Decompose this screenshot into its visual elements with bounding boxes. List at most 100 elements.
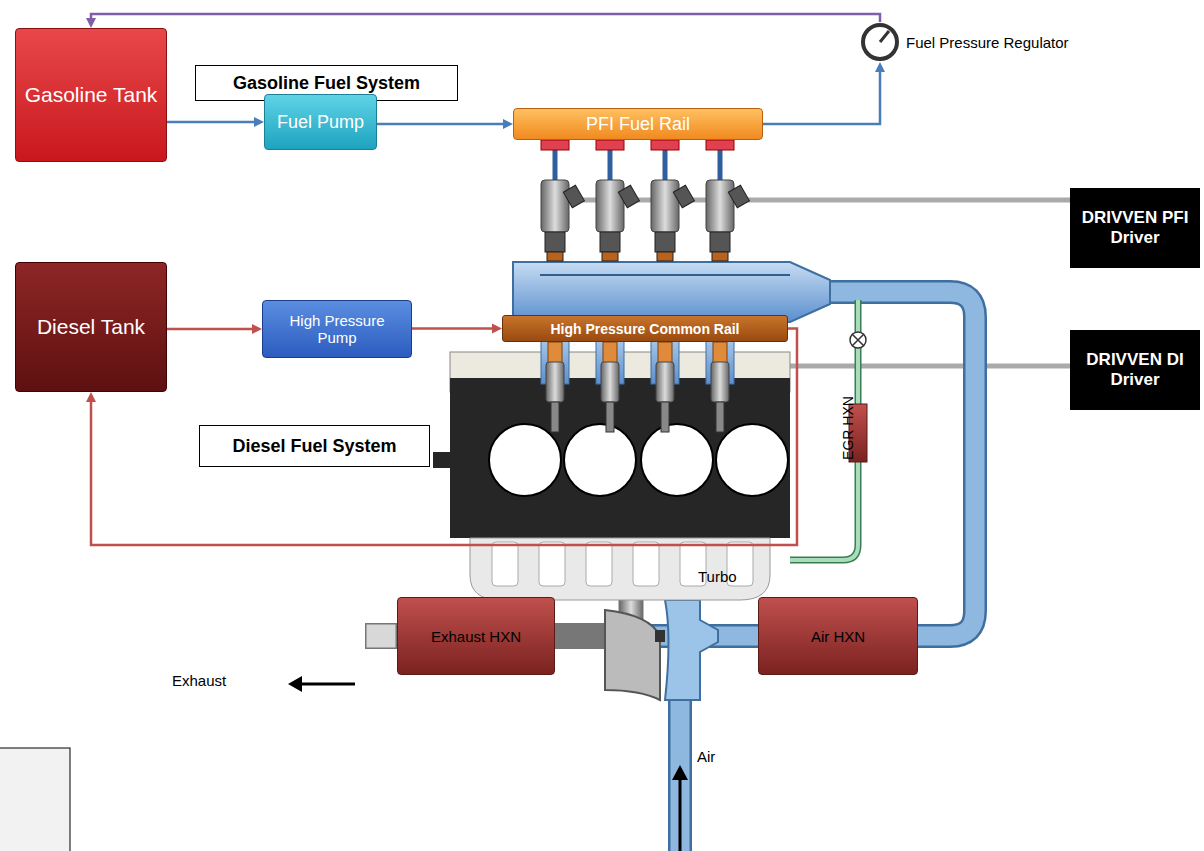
node-text: Exhaust HXN [431, 628, 521, 645]
cylinder [641, 424, 713, 496]
node-text: Gasoline Tank [25, 83, 158, 107]
section-title: Diesel Fuel System [199, 425, 430, 467]
turbo-shaft [655, 630, 665, 642]
fuel-line-connector [377, 123, 505, 126]
egr-line-outline [790, 300, 858, 560]
di-injector-top [548, 342, 562, 364]
injectors [541, 150, 749, 432]
di-injector-top [713, 342, 727, 364]
turbine [605, 610, 660, 700]
text-label: Turbo [698, 568, 737, 585]
compressor [665, 600, 718, 700]
driver-box: DRIVVEN DI Driver [1070, 330, 1200, 410]
node-text: DRIVVEN DI Driver [1074, 350, 1196, 390]
exhaust-arrowhead [288, 676, 302, 692]
pfi-injector [706, 180, 734, 232]
arrowhead [503, 119, 513, 129]
crankcase-slot [633, 542, 659, 586]
di-injector-top [603, 342, 617, 364]
heat-exchanger: Exhaust HXN [397, 597, 555, 675]
crankcase-slot [492, 542, 518, 586]
arrowhead [492, 324, 502, 334]
node-text: Diesel Tank [37, 315, 145, 339]
node-text: Fuel Pressure Regulator [906, 34, 1069, 51]
injector-tip [712, 252, 728, 261]
pressure-regulator: Fuel Pressure Regulator [860, 22, 1090, 62]
text-label: EGR HXN [840, 396, 856, 460]
gauge-needle [880, 31, 889, 42]
cylinder [716, 424, 788, 496]
arrowhead [875, 62, 885, 72]
fuel-line [663, 150, 668, 182]
injector-plug [728, 185, 749, 208]
engine-block [450, 378, 790, 538]
exhaust-arrow [300, 683, 355, 686]
pressure-gauge [863, 25, 897, 59]
corner-box [0, 748, 70, 851]
egr-valve [850, 332, 866, 348]
node-text: PFI Fuel Rail [586, 114, 690, 135]
node-text: High Pressure Pump [269, 312, 405, 346]
fuel-rail: High Pressure Common Rail [502, 315, 788, 342]
fuel-tank: Diesel Tank [15, 262, 167, 392]
injector-tip [602, 252, 618, 261]
fuel-line-connector [91, 14, 880, 22]
air-arrowhead [672, 765, 688, 780]
exhaust-tail [366, 624, 396, 648]
fuel-rail: PFI Fuel Rail [513, 108, 763, 140]
intake-pipe [820, 292, 975, 636]
cylinders [489, 424, 788, 496]
heat-exchanger: Air HXN [758, 597, 918, 675]
fuel-line-connector [412, 327, 494, 330]
injector-plug [673, 185, 694, 208]
driver-box: DRIVVEN PFI Driver [1070, 188, 1200, 268]
egr-line [790, 300, 858, 560]
crank-stub [433, 452, 451, 468]
arrowhead [254, 117, 264, 127]
text-label: Exhaust [172, 672, 226, 689]
arrowhead [86, 18, 96, 28]
injector-plug [618, 185, 639, 208]
pfi-injector [541, 180, 569, 232]
injector-body [545, 232, 565, 252]
manifold-line [540, 274, 790, 276]
di-injector [546, 362, 564, 402]
di-nozzle [716, 402, 724, 432]
di-injector [601, 362, 619, 402]
air-arrow [679, 780, 682, 851]
intake-pipe-outline [820, 292, 975, 636]
pfi-injector [651, 180, 679, 232]
fuel-line-connector [167, 328, 254, 331]
node-text: Air HXN [811, 628, 865, 645]
rail-port [706, 140, 734, 150]
node-text: Fuel Pump [277, 112, 364, 133]
fuel-line-connector [91, 329, 797, 546]
di-injector-top [658, 342, 672, 364]
fuel-line [718, 150, 723, 182]
rail-port [651, 140, 679, 150]
injector-body [655, 232, 675, 252]
fuel-tank: Gasoline Tank [15, 28, 167, 162]
injector-plug [563, 185, 584, 208]
arrowhead [86, 392, 96, 402]
node-text: Gasoline Fuel System [233, 73, 420, 94]
di-injector [711, 362, 729, 402]
text-label: Air [697, 748, 715, 765]
rail-port [596, 140, 624, 150]
cylinder [489, 424, 561, 496]
crankcase-slots [492, 542, 753, 586]
crankcase-slot [586, 542, 612, 586]
fuel-pump: High Pressure Pump [262, 300, 412, 358]
fuel-line [553, 150, 558, 182]
fuel-pump: Fuel Pump [264, 94, 377, 150]
di-nozzle [661, 402, 669, 432]
di-nozzle [551, 402, 559, 432]
di-injector [656, 362, 674, 402]
rail-port [541, 140, 569, 150]
rail-tabs [541, 140, 734, 150]
pfi-injector [596, 180, 624, 232]
fuel-line-connector [763, 70, 880, 124]
di-nozzle [606, 402, 614, 432]
node-text: DRIVVEN PFI Driver [1074, 208, 1196, 248]
fuel-line [608, 150, 613, 182]
